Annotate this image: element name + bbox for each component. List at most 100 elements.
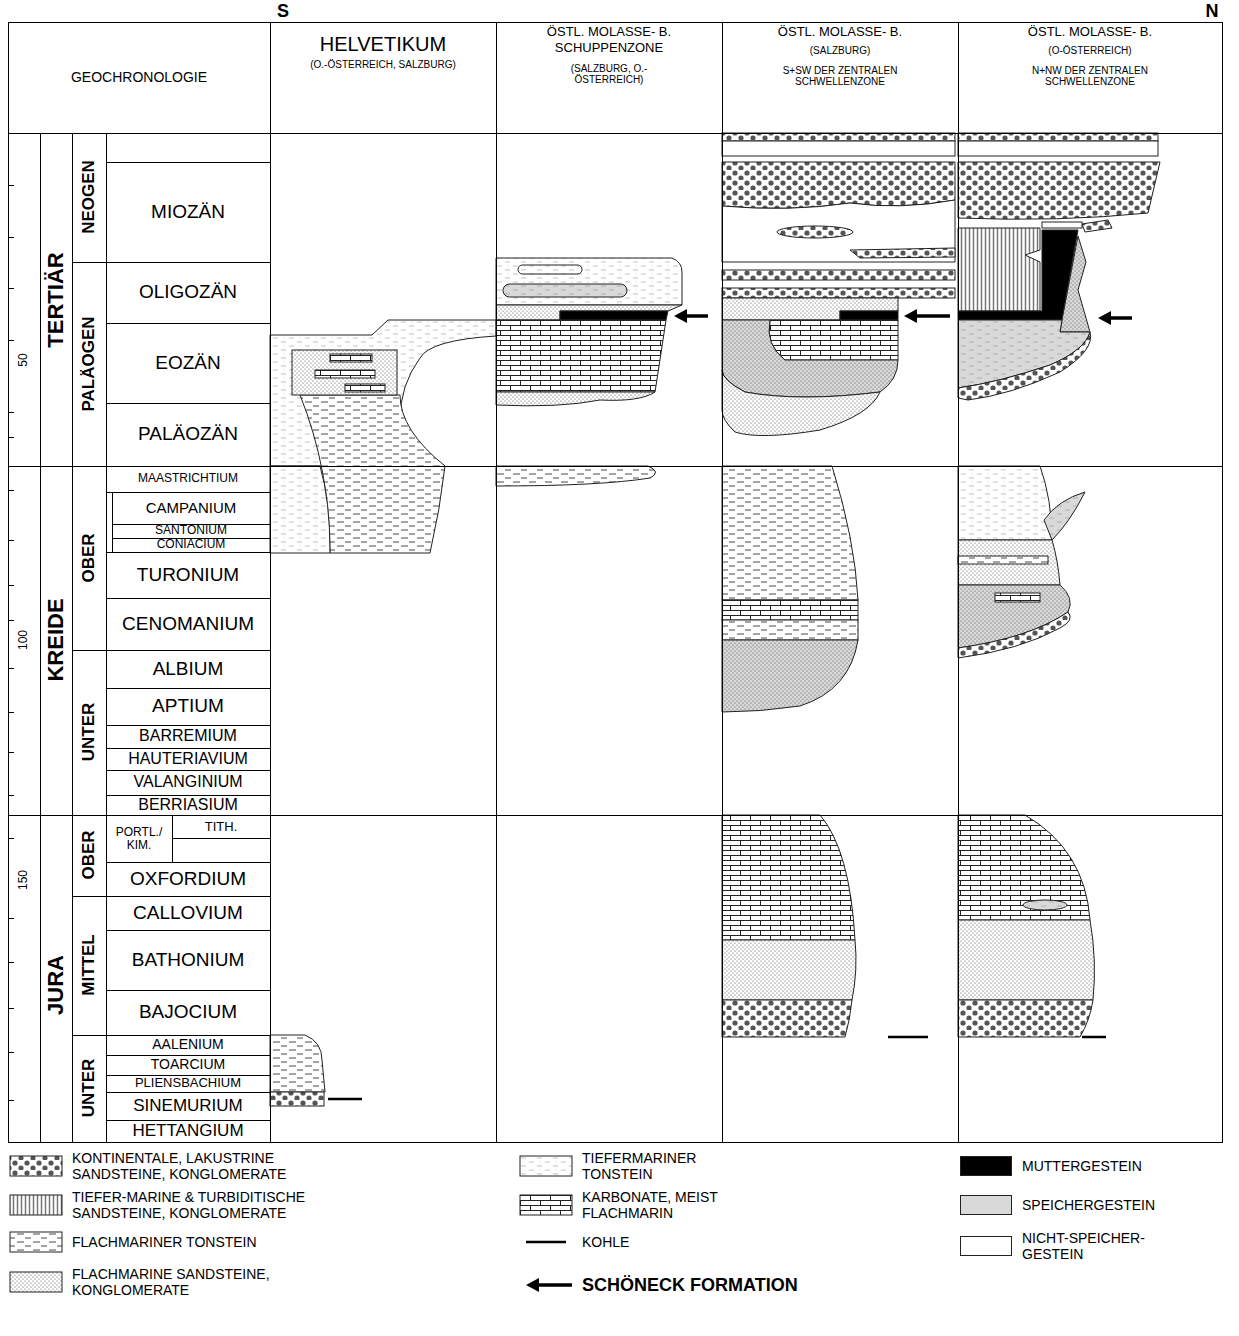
strata-shapes [777,226,853,238]
period-label: OBER [80,830,99,879]
strata-shapes [496,466,656,486]
strata-shapes [769,320,898,360]
schoeneck-arrow [1108,316,1132,320]
stage-label: SINEMURIUM [133,1097,243,1116]
strata-shapes [722,815,855,940]
stage-label: AALENIUM [152,1037,224,1052]
strata-shapes [840,311,898,320]
strata-shapes [958,815,1090,920]
era-label: JURA [44,955,68,1015]
column-subheader: (SALZBURG) [810,45,871,56]
coal-mark [888,1036,928,1039]
column-header: HELVETIKUM [320,33,446,55]
stage-label: CALLOVIUM [133,903,243,924]
strata-shapes [958,230,1078,320]
stage-label: APTIUM [152,696,224,717]
coal-mark [526,1241,566,1244]
stage-label: BAJOCIUM [139,1002,237,1023]
strata-shapes [958,133,1158,141]
strata-shapes [270,466,330,553]
legend-swatch [960,1156,1012,1176]
column-subheader: (O-ÖSTERREICH) [1048,45,1131,56]
coal-mark [328,1037,1106,1242]
strata-shapes [722,320,898,397]
legend-text: KARBONATE, MEIST FLACHMARIN [582,1189,757,1221]
strata-shapes [722,133,955,141]
strata-shapes [958,332,1091,400]
age-number: 150 [17,870,30,890]
direction-label: S [277,2,289,22]
legend-text: SPEICHERGESTEIN [1022,1197,1155,1213]
stage-label: PALÄOZÄN [138,424,238,445]
column-header: GEOCHRONOLOGIE [71,70,207,85]
stage-label: MAASTRICHTIUM [138,472,238,485]
stage-label: HETTANGIUM [132,1122,243,1141]
strata-shapes [722,200,955,262]
stage-label: ALBIUM [153,659,224,680]
column-header: SCHUPPENZONE [555,41,663,55]
strata-shapes [722,940,856,1000]
strata-shapes [270,1092,324,1106]
coal-mark [328,1098,362,1101]
legend-text: KOHLE [582,1234,629,1250]
strata-shapes [958,162,1160,219]
schoeneck-arrow [1098,311,1111,325]
grid-line [8,186,14,1101]
strata-shapes [503,284,627,297]
strata-shapes [995,593,1040,602]
stage-label: CAMPANIUM [146,500,237,517]
strata-shapes [1060,236,1090,332]
strata-shapes [1023,900,1067,910]
period-label: MITTEL [80,934,99,995]
legend-pattern [10,1156,62,1176]
stage-label: OXFORDIUM [130,869,246,890]
legend-text: FLACHMARINER TONSTEIN [72,1234,257,1250]
strata-shapes [1042,222,1082,228]
coal-mark [1082,1036,1106,1039]
column-subheader: S+SW DER ZENTRALEN SCHWELLENZONE [765,65,915,87]
stage-label: HAUTERIAVIUM [128,750,248,768]
stage-label: VALANGINIUM [133,773,242,791]
strata-shapes [958,612,1070,658]
schoeneck-arrow [674,309,687,323]
legend-pattern [10,1272,62,1292]
strata-shapes [722,288,955,298]
strata-shapes [958,540,1060,585]
strata-shapes [496,320,666,392]
legend-pattern [520,1156,572,1176]
schoeneck-arrow [684,314,708,318]
stage-label: TOARCIUM [151,1057,225,1072]
schoeneck-arrow [526,1278,539,1292]
stage-label: BARREMIUM [139,727,237,745]
stage-label: CONIACIUM [157,538,226,551]
strata-shapes [722,298,898,320]
stage-label: TITH. [205,820,238,834]
grid-line [8,134,1222,816]
stage-label: BATHONIUM [132,950,245,971]
strata-shapes [496,392,655,406]
grid-line [9,23,1223,1143]
strata-shapes [722,370,880,436]
legend-text: MUTTERGESTEIN [1022,1158,1142,1174]
legend-swatch [960,1195,1012,1215]
period-label: UNTER [80,703,99,762]
stage-label: TURONIUM [137,565,239,586]
strata-shapes [292,350,397,395]
strata-shapes [958,1000,1093,1037]
legend-text: NICHT-SPEICHER-GESTEIN [1022,1230,1172,1262]
strata-shapes [270,133,1160,1106]
strata-shapes [560,311,668,320]
strata-shapes [958,228,1040,311]
grid-line [72,263,270,1036]
stage-label: BERRIASIUM [138,796,238,814]
era-label: KREIDE [44,598,68,681]
legend-text: SCHÖNECK FORMATION [582,1275,798,1296]
stage-label: SANTONIUM [155,524,227,537]
strata-shapes [722,1000,852,1037]
legend-text: TIEFERMARINER TONSTEIN [582,1150,722,1182]
grid-line [41,133,107,1142]
legend-swatch [960,1236,1012,1256]
period-label: OBER [80,533,99,582]
column-header: ÖSTL. MOLASSE- B. [778,25,902,39]
